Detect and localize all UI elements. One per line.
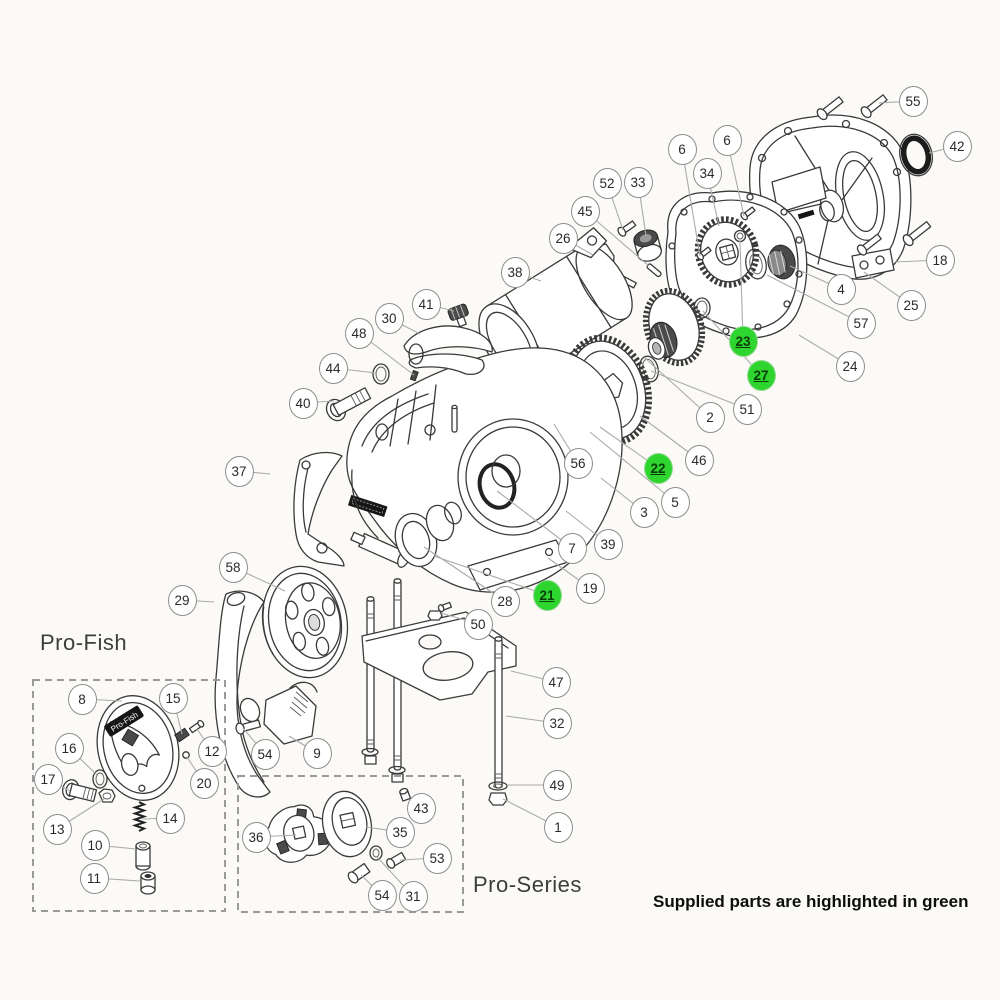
pro-series-box [237, 775, 464, 913]
callout-58: 58 [218, 551, 248, 583]
callout-11: 11 [79, 862, 109, 894]
pawl-parts [235, 681, 318, 745]
callout-18: 18 [925, 244, 955, 276]
gasket-plate-part [665, 190, 808, 339]
callout-53: 53 [422, 842, 452, 874]
leader-line-57 [766, 274, 862, 324]
callout-6-b: 6 [712, 124, 742, 156]
callout-56: 56 [563, 447, 593, 479]
callout-55: 55 [898, 85, 928, 117]
callout-32: 32 [542, 707, 572, 739]
leader-line-28 [423, 546, 506, 602]
group-label-pro-fish: Pro-Fish [40, 630, 128, 655]
leader-line-21 [433, 555, 548, 596]
leader-line-5 [589, 431, 676, 503]
callout-27: 27 [746, 359, 776, 391]
callout-16: 16 [54, 732, 84, 764]
callout-52: 52 [592, 167, 622, 199]
callout-21: 21 [532, 579, 562, 611]
leader-line-7 [496, 490, 573, 549]
callout-26: 26 [548, 222, 578, 254]
callout-13: 13 [42, 813, 72, 845]
callout-45: 45 [570, 195, 600, 227]
callout-20: 20 [189, 767, 219, 799]
callout-4: 4 [826, 273, 856, 305]
callout-1: 1 [543, 811, 573, 843]
leader-line-23 [739, 240, 744, 342]
callout-29: 29 [167, 584, 197, 616]
callout-38: 38 [500, 256, 530, 288]
callout-51: 51 [732, 393, 762, 425]
callout-37: 37 [224, 455, 254, 487]
callout-35: 35 [385, 816, 415, 848]
callout-5: 5 [660, 486, 690, 518]
callout-44: 44 [318, 352, 348, 384]
callout-12: 12 [197, 735, 227, 767]
callout-6: 6 [667, 133, 697, 165]
callout-54-b: 54 [367, 879, 397, 911]
callout-28: 28 [490, 585, 520, 617]
callout-19: 19 [575, 572, 605, 604]
leader-line-51 [650, 370, 748, 410]
pro-fish-box [32, 679, 226, 912]
callout-41: 41 [411, 288, 441, 320]
callout-7: 7 [557, 532, 587, 564]
pro-fish-parts: Pro-Fish [62, 695, 205, 895]
bracket-part [293, 451, 345, 567]
cover-knob-parts [325, 303, 493, 422]
group-label-pro-series: Pro-Series [473, 872, 582, 897]
callout-24: 24 [835, 350, 865, 382]
callout-14: 14 [155, 802, 185, 834]
clutch-shaft-part [350, 501, 462, 568]
cover-screws [816, 94, 932, 256]
callout-22: 22 [643, 452, 673, 484]
callout-43: 43 [406, 792, 436, 824]
callout-10: 10 [80, 829, 110, 861]
callout-54: 54 [250, 738, 280, 770]
callout-42: 42 [942, 130, 972, 162]
callout-23: 23 [728, 325, 758, 357]
callout-46: 46 [684, 444, 714, 476]
callout-25: 25 [896, 289, 926, 321]
callout-31: 31 [398, 880, 428, 912]
callout-3: 3 [629, 496, 659, 528]
callout-15: 15 [158, 682, 188, 714]
callout-40: 40 [288, 387, 318, 419]
callout-47: 47 [541, 666, 571, 698]
callout-48: 48 [344, 317, 374, 349]
callout-50: 50 [463, 608, 493, 640]
callout-34: 34 [692, 157, 722, 189]
callout-36: 36 [241, 821, 271, 853]
callout-2: 2 [695, 401, 725, 433]
callout-57: 57 [846, 307, 876, 339]
callout-39: 39 [593, 528, 623, 560]
callout-9: 9 [302, 737, 332, 769]
callout-17: 17 [33, 763, 63, 795]
leader-line-6 [681, 148, 701, 257]
pro-series-parts [264, 787, 427, 884]
spool-part [261, 565, 349, 679]
legend-note: Supplied parts are highlighted in green [653, 892, 969, 911]
seal-part [899, 133, 933, 177]
arm-part [214, 590, 271, 798]
callout-49: 49 [542, 769, 572, 801]
callout-8: 8 [67, 683, 97, 715]
callout-33: 33 [623, 166, 653, 198]
callout-30: 30 [374, 302, 404, 334]
